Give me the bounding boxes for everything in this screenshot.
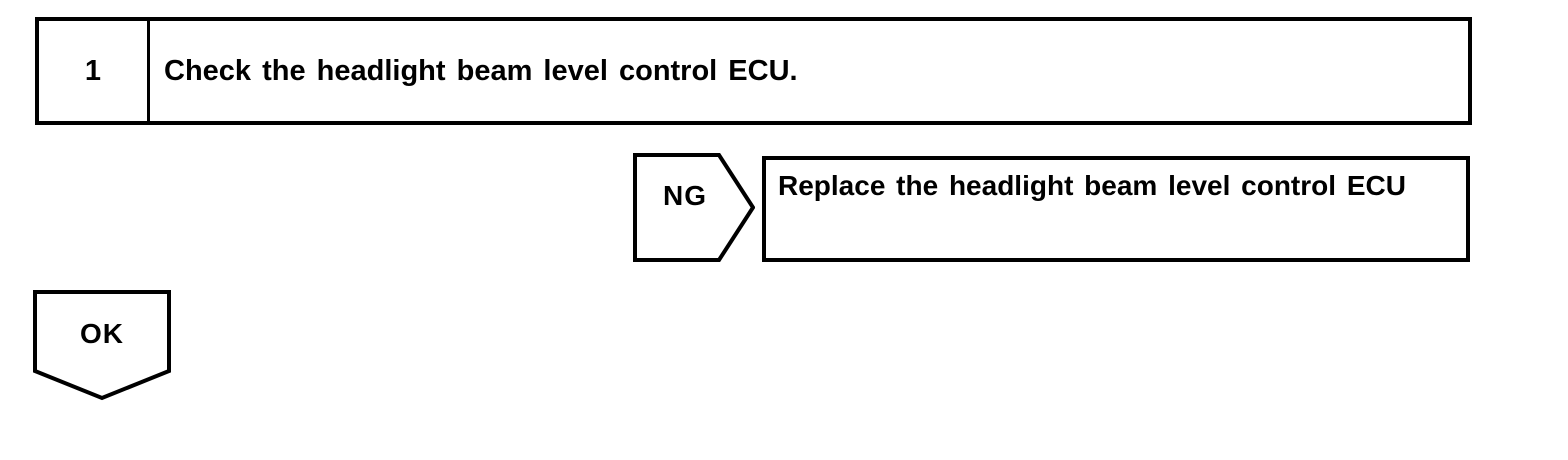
ok-pentagon-icon — [33, 290, 171, 401]
step-box: 1 Check the headlight beam level control… — [35, 17, 1472, 125]
step-number-cell: 1 — [39, 21, 150, 121]
step-instruction-cell: Check the headlight beam level control E… — [150, 21, 1468, 121]
ng-label: NG — [663, 179, 707, 211]
ng-branch-shape: NG — [633, 153, 755, 262]
ok-branch-shape: OK — [33, 290, 171, 401]
step-instruction: Check the headlight beam level control E… — [164, 54, 798, 87]
ng-action-text: Replace the headlight beam level control… — [778, 170, 1406, 201]
ng-action-box: Replace the headlight beam level control… — [762, 156, 1470, 262]
ok-label: OK — [80, 318, 124, 350]
step-number: 1 — [84, 54, 102, 87]
ng-pentagon-icon — [633, 153, 755, 262]
